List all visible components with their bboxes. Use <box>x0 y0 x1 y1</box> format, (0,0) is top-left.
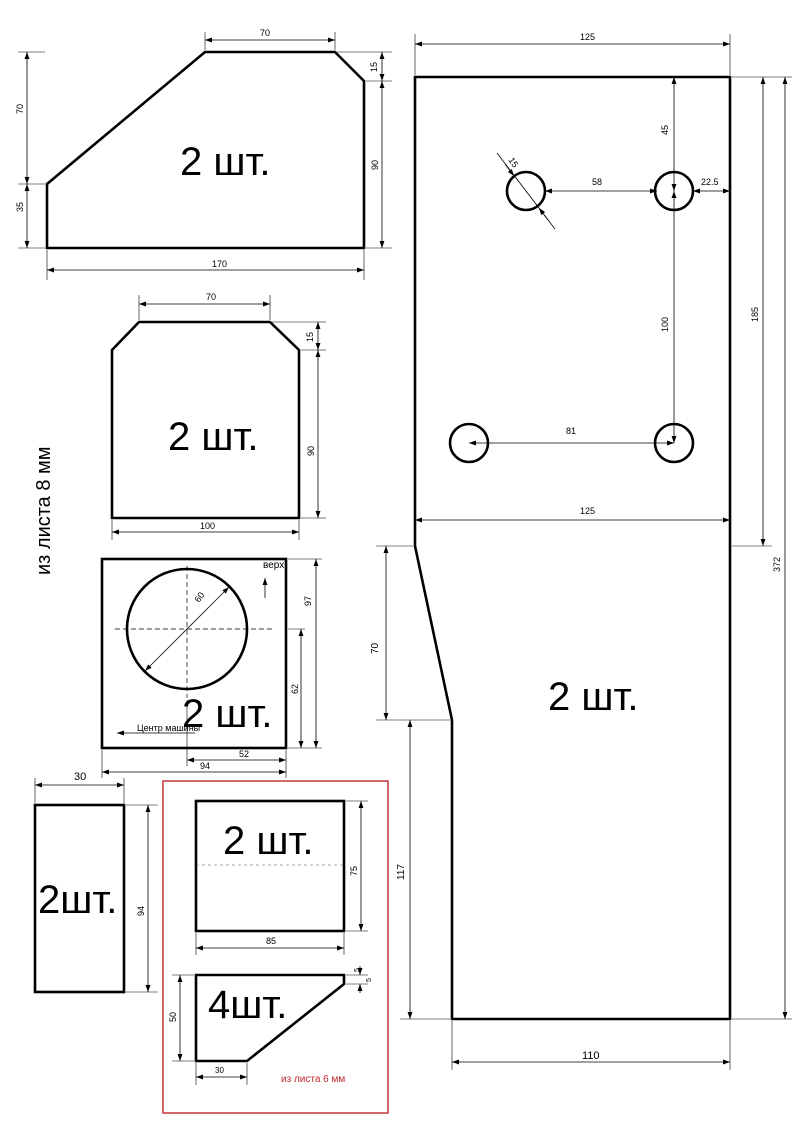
part-g-dim-hole-top: 45 <box>660 125 670 135</box>
sheet-6mm-note: из листа 6 мм <box>281 1074 345 1085</box>
part-c-dim-center-height: 62 <box>290 684 300 694</box>
part-g-qty: 2 шт. <box>548 675 638 719</box>
part-e-qty: 2 шт. <box>223 819 313 863</box>
part-e-dim-width: 85 <box>266 936 276 946</box>
part-d-outline <box>33 803 126 994</box>
part-b-dim-top: 70 <box>206 292 216 302</box>
part-d-dim-width: 30 <box>74 771 86 783</box>
part-f-dim-top-b: 5 <box>366 978 373 982</box>
part-g: 2 шт. 125 45 15 58 22.5 100 185 <box>370 32 792 1070</box>
part-f: 4шт. 5 5 50 30 из листа 6 мм <box>168 966 373 1085</box>
part-c-qty: 2 шт. <box>182 692 272 736</box>
part-g-dim-hole-spacing-top: 58 <box>592 177 602 187</box>
part-f-qty: 4шт. <box>208 983 287 1027</box>
part-g-dim-hole-spacing-bottom: 81 <box>566 426 576 436</box>
part-d-dim-height: 94 <box>136 906 146 916</box>
part-g-outline <box>413 75 732 1021</box>
part-g-dim-lower-height: 117 <box>396 864 407 880</box>
part-b-dim-chamfer: 15 <box>305 332 315 342</box>
part-c: 60 2 шт. верх Центр машины 97 62 52 94 <box>100 557 322 778</box>
part-f-dim-top-a: 5 <box>354 968 361 972</box>
part-a-dim-left-upper: 70 <box>15 104 25 114</box>
part-c-dim-height: 97 <box>303 596 313 606</box>
part-a: 2 шт. 70 15 90 70 35 170 <box>15 28 392 280</box>
part-e-outline <box>194 799 346 933</box>
part-b-dim-bottom: 100 <box>200 521 215 531</box>
part-c-dim-center-offset: 52 <box>239 749 249 759</box>
sheet-thickness-label: из листа 8 мм <box>33 446 55 575</box>
part-g-dim-taper-height: 70 <box>370 642 381 654</box>
part-c-dim-width: 94 <box>200 761 210 771</box>
part-f-outline <box>194 973 346 1063</box>
part-g-dim-upper-height: 185 <box>750 307 760 322</box>
part-c-dim-diameter: 60 <box>192 590 206 604</box>
part-a-dim-bottom: 170 <box>212 259 227 269</box>
part-c-center-label: Центр машины <box>137 723 200 733</box>
part-d: 2шт. 30 94 <box>33 771 158 994</box>
sheet-6mm-frame <box>162 780 389 1114</box>
part-e: 2 шт. 75 85 <box>194 799 368 955</box>
part-g-dim-hole-vertical: 100 <box>660 317 670 332</box>
part-b-qty: 2 шт. <box>168 415 258 459</box>
part-c-outline <box>100 557 288 750</box>
part-b: 2 шт. 70 15 90 100 <box>110 292 326 540</box>
part-g-dim-top-width: 125 <box>580 32 595 42</box>
part-a-qty: 2 шт. <box>180 140 270 184</box>
part-a-dim-chamfer: 15 <box>369 62 379 72</box>
part-g-dim-hole-diameter: 15 <box>506 155 520 169</box>
part-a-dim-top: 70 <box>260 28 270 38</box>
part-c-up-label: верх <box>263 560 284 571</box>
part-b-dim-right: 90 <box>306 446 316 456</box>
part-g-dim-total-height: 372 <box>772 557 782 572</box>
part-d-qty: 2шт. <box>38 878 117 922</box>
part-e-dim-height: 75 <box>349 866 359 876</box>
part-g-dim-bottom-width: 110 <box>582 1050 600 1062</box>
part-a-outline <box>45 50 366 250</box>
part-a-dim-left-lower: 35 <box>15 202 25 212</box>
part-g-dim-mid-width: 125 <box>580 506 595 516</box>
part-f-dim-bottom: 30 <box>215 1066 224 1075</box>
part-a-dim-right: 90 <box>370 160 380 170</box>
part-f-dim-height: 50 <box>168 1012 178 1022</box>
part-b-outline <box>110 320 301 520</box>
part-g-dim-hole-edge: 22.5 <box>701 177 719 187</box>
